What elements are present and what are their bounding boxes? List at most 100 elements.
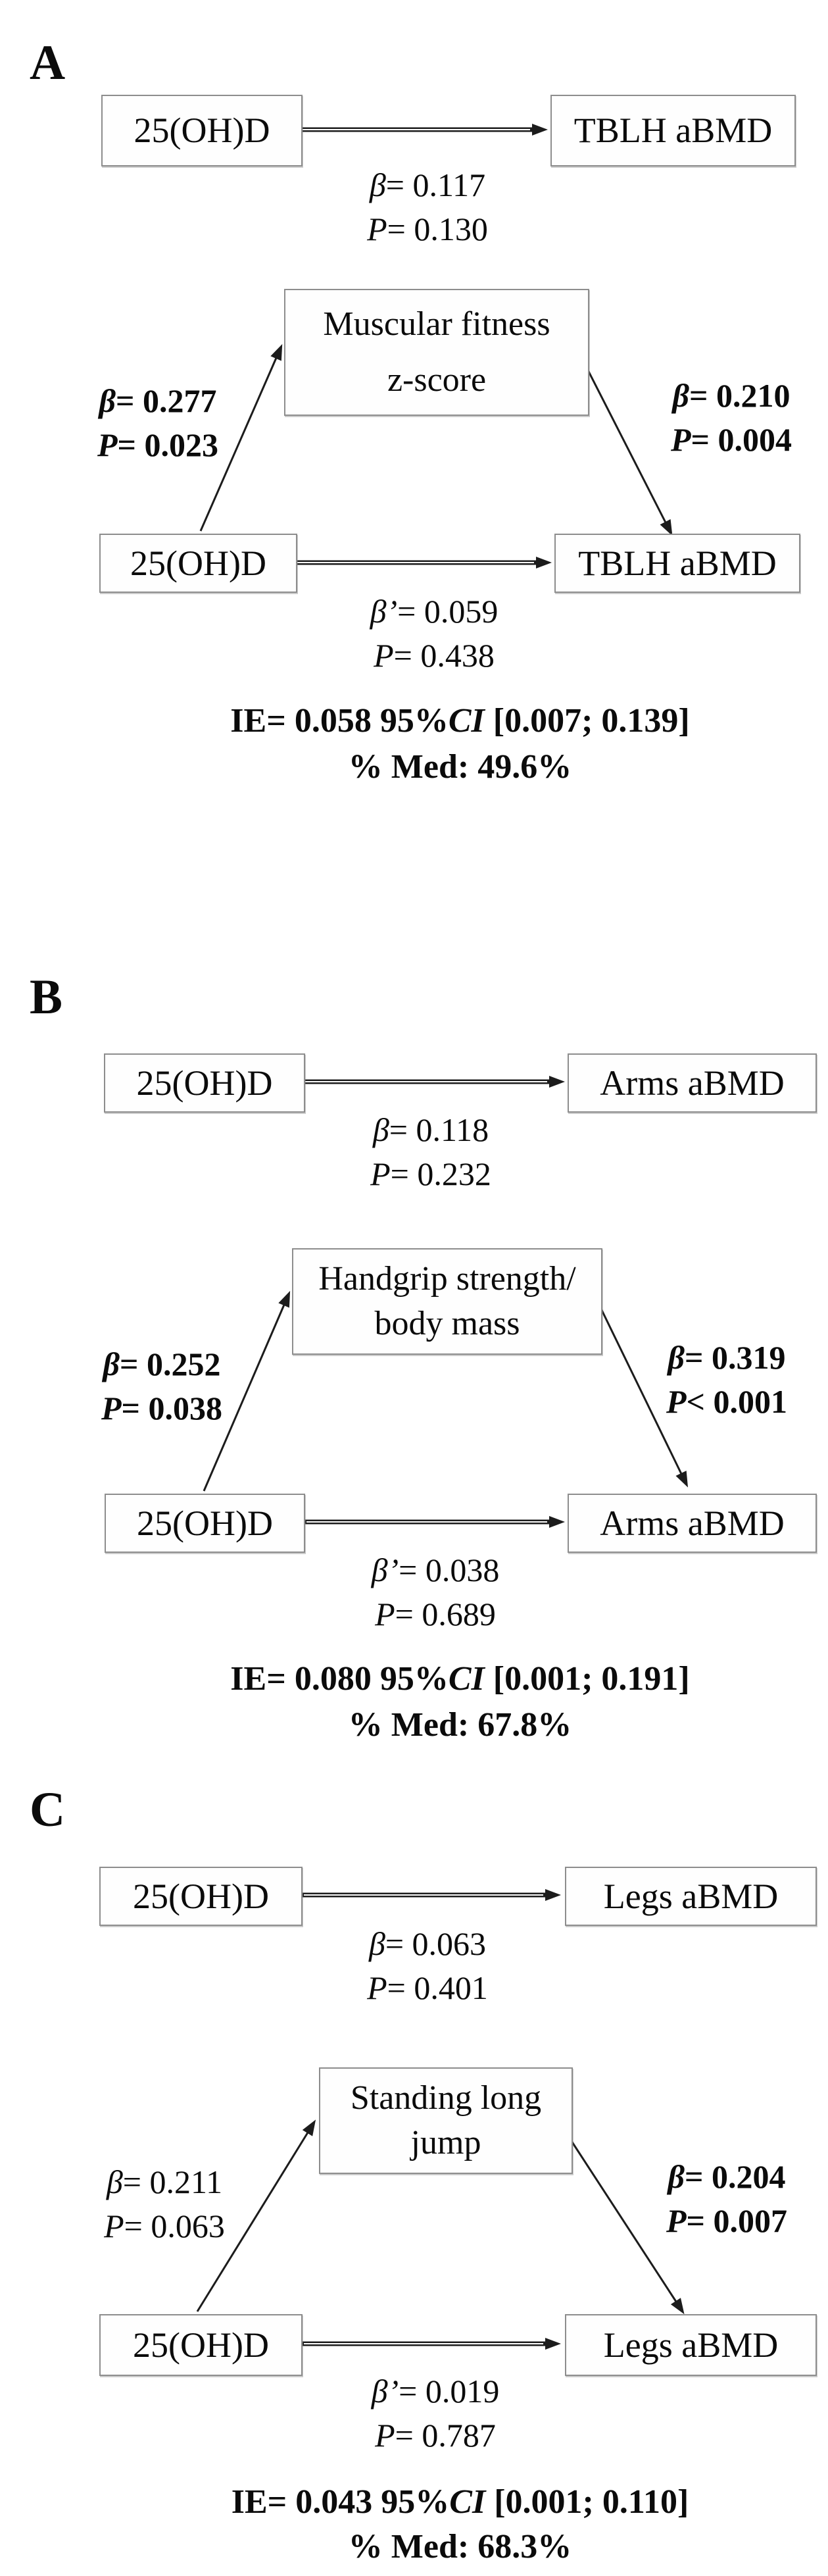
beta-prime-symbol: β’ — [371, 1552, 399, 1588]
p-line: P= 0.689 — [372, 1592, 500, 1636]
p-line: P= 0.438 — [370, 634, 499, 678]
outcome-text: Arms aBMD — [600, 1063, 785, 1103]
outcome-box-mediation-model: Arms aBMD — [568, 1494, 817, 1553]
beta-symbol: β — [103, 1346, 120, 1382]
beta-prime-symbol: β’ — [371, 2373, 399, 2410]
outcome-box-direct-model: TBLH aBMD — [550, 95, 796, 166]
ie-interval: [0.001; 0.110] — [485, 2483, 689, 2521]
indirect-effect-line: IE= 0.058 95%CI [0.007; 0.139] — [46, 701, 828, 740]
p-line: P= 0.038 — [101, 1386, 222, 1430]
mediator-line1: Handgrip strength/ — [318, 1260, 576, 1298]
direct-path-stats: β= 0.117 P= 0.130 — [367, 163, 488, 251]
beta-symbol: β — [668, 2158, 685, 2195]
predictor-text: 25(OH)D — [136, 1063, 273, 1103]
ie-prefix: IE= 0.058 95% — [230, 702, 449, 740]
beta-line: β= 0.063 — [367, 1922, 488, 1966]
outcome-box-mediation-model: TBLH aBMD — [554, 534, 800, 593]
outcome-text: TBLH aBMD — [573, 111, 773, 151]
panel-b-label: B — [30, 970, 63, 1024]
mediator-box: Standing long jump — [319, 2067, 573, 2174]
predictor-text: 25(OH)D — [137, 1503, 273, 1543]
predictor-box-direct-model: 25(OH)D — [104, 1053, 305, 1113]
panel-a-label: A — [30, 36, 66, 90]
p-symbol: P — [375, 2417, 395, 2454]
beta-value: = 0.210 — [689, 377, 791, 414]
predictor-text: 25(OH)D — [134, 111, 270, 151]
beta-value: = 0.252 — [120, 1346, 221, 1382]
p-value: = 0.401 — [387, 1969, 488, 2006]
p-value: = 0.787 — [395, 2417, 496, 2454]
beta-value: = 0.204 — [685, 2158, 786, 2195]
p-value: = 0.130 — [387, 211, 488, 247]
adjusted-direct-path-stats: β’= 0.038 P= 0.689 — [372, 1548, 500, 1636]
outcome-text: Legs aBMD — [603, 2325, 779, 2365]
beta-prime-symbol: β’ — [370, 593, 398, 630]
mediator-line1: Muscular fitness — [323, 305, 550, 343]
path-b-stats: β= 0.210 P= 0.004 — [671, 374, 792, 462]
p-symbol: P — [666, 1383, 687, 1420]
beta-line: β= 0.211 — [104, 2160, 225, 2204]
beta-value: = 0.319 — [685, 1339, 786, 1376]
adjusted-direct-path-stats: β’= 0.019 P= 0.787 — [372, 2369, 500, 2458]
ie-interval: [0.001; 0.191] — [484, 1660, 690, 1698]
p-symbol: P — [370, 1155, 391, 1192]
beta-prime-line: β’= 0.059 — [370, 590, 499, 634]
outcome-text: TBLH aBMD — [578, 543, 777, 583]
p-value: = 0.007 — [686, 2202, 788, 2239]
beta-line: β= 0.277 — [97, 379, 218, 423]
mediator-box: Muscular fitness z-score — [284, 289, 589, 416]
beta-symbol: β — [99, 382, 116, 419]
path-b-arrow — [580, 357, 673, 536]
p-value: = 0.004 — [691, 421, 792, 458]
p-symbol: P — [375, 1596, 395, 1632]
beta-prime-value: = 0.019 — [399, 2373, 500, 2410]
beta-line: β= 0.118 — [370, 1108, 491, 1152]
mediator-line2: z-score — [387, 361, 487, 399]
predictor-text: 25(OH)D — [130, 543, 266, 583]
p-value: = 0.023 — [117, 426, 219, 463]
p-line: P< 0.001 — [666, 1380, 787, 1424]
p-line: P= 0.232 — [370, 1152, 491, 1196]
panel-c: C 25(OH)D Legs aBMD β= 0.063 P= 0.401 St… — [0, 1765, 828, 2576]
predictor-box-mediation-model: 25(OH)D — [99, 534, 297, 593]
beta-symbol: β — [668, 1339, 685, 1376]
p-symbol: P — [374, 637, 394, 674]
beta-symbol: β — [372, 1111, 389, 1148]
panel-c-label: C — [30, 1782, 66, 1837]
outcome-box-mediation-model: Legs aBMD — [565, 2314, 817, 2376]
predictor-text: 25(OH)D — [133, 1876, 269, 1916]
p-line: P= 0.787 — [372, 2413, 500, 2458]
beta-value: = 0.063 — [385, 1925, 487, 1962]
beta-line: β= 0.204 — [666, 2155, 787, 2199]
beta-line: β= 0.252 — [101, 1342, 222, 1386]
beta-symbol: β — [369, 166, 386, 203]
ie-interval: [0.007; 0.139] — [484, 702, 690, 740]
p-value: < 0.001 — [686, 1383, 788, 1420]
beta-value: = 0.211 — [122, 2163, 223, 2200]
p-value: = 0.038 — [121, 1390, 223, 1427]
path-b-stats: β= 0.204 P= 0.007 — [666, 2155, 787, 2243]
p-symbol: P — [104, 2208, 124, 2244]
adjusted-direct-path-stats: β’= 0.059 P= 0.438 — [370, 590, 499, 678]
outcome-box-direct-model: Arms aBMD — [568, 1053, 817, 1113]
p-line: P= 0.007 — [666, 2199, 787, 2243]
panel-a: A 25(OH)D TBLH aBMD β= 0.117 P= 0.130 Mu… — [0, 0, 828, 954]
beta-symbol: β — [106, 2163, 123, 2200]
mediator-line2: body mass — [374, 1305, 520, 1342]
beta-prime-line: β’= 0.038 — [372, 1548, 500, 1592]
percent-mediated-line: % Med: 68.3% — [348, 2528, 572, 2565]
p-value: = 0.689 — [395, 1596, 496, 1632]
p-symbol: P — [670, 421, 691, 458]
p-value: = 0.063 — [124, 2208, 225, 2244]
beta-line: β= 0.210 — [671, 374, 792, 418]
predictor-text: 25(OH)D — [133, 2325, 269, 2365]
ie-prefix: IE= 0.043 95% — [231, 2483, 450, 2521]
ci-label: CI — [448, 1660, 485, 1698]
path-b-stats: β= 0.319 P< 0.001 — [666, 1336, 787, 1424]
indirect-effect-line: IE= 0.043 95%CI [0.001; 0.110] — [46, 2483, 828, 2521]
beta-value: = 0.277 — [116, 382, 217, 419]
path-b-arrow — [569, 2138, 685, 2315]
outcome-text: Legs aBMD — [603, 1876, 779, 1916]
beta-symbol: β — [368, 1925, 385, 1962]
p-line: P= 0.130 — [367, 207, 488, 251]
